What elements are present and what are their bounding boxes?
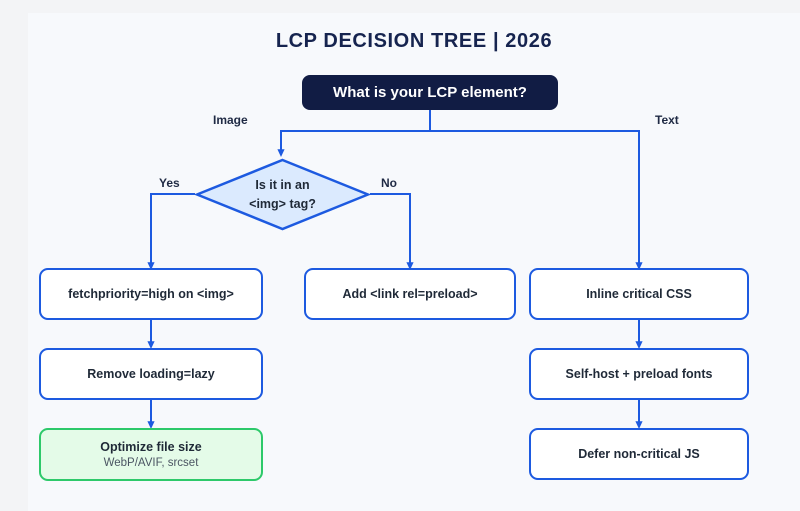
edge-label-no: No [381,176,397,190]
node-remove-lazy-label: Remove loading=lazy [87,367,215,381]
wire-bus-left [277,130,430,158]
node-defer-js-label: Defer non-critical JS [578,447,700,461]
wire-bus-right [430,130,643,271]
node-optimize-file-size[interactable]: Optimize file size WebP/AVIF, srcset [39,428,263,481]
wire-yes [147,193,195,271]
page-title: LCP DECISION TREE | 2026 [275,30,553,52]
node-add-preload-label: Add <link rel=preload> [342,287,478,301]
edge-label-image: Image [213,113,248,127]
root-node-label: What is your LCP element? [333,84,527,101]
root-node[interactable]: What is your LCP element? [302,75,558,110]
node-optimize-file-size-label: Optimize file size [100,440,202,454]
node-remove-lazy[interactable]: Remove loading=lazy [39,348,263,400]
node-inline-critical-css-label: Inline critical CSS [586,287,692,301]
node-add-preload[interactable]: Add <link rel=preload> [304,268,516,320]
edge-label-text: Text [655,113,679,127]
node-optimize-file-size-sublabel: WebP/AVIF, srcset [103,457,199,469]
diagram-canvas: LCP DECISION TREE | 2026 [28,13,800,511]
node-self-host-fonts-label: Self-host + preload fonts [565,367,713,381]
connector-layer [147,108,643,430]
node-fetchpriority[interactable]: fetchpriority=high on <img> [39,268,263,320]
decision-node[interactable]: Is it in an <img> tag? [195,158,370,231]
decision-diamond-shape [195,158,370,231]
wire-no [370,193,414,271]
node-self-host-fonts[interactable]: Self-host + preload fonts [529,348,749,400]
edge-label-yes: Yes [159,176,180,190]
node-fetchpriority-label: fetchpriority=high on <img> [68,287,234,301]
node-defer-js[interactable]: Defer non-critical JS [529,428,749,480]
node-inline-critical-css[interactable]: Inline critical CSS [529,268,749,320]
